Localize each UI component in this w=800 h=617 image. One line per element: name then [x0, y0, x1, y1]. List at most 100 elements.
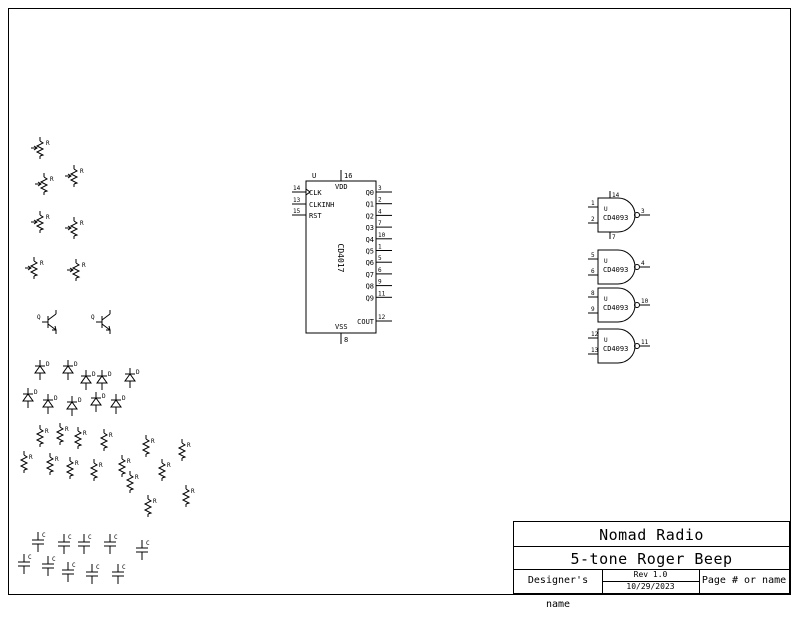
revision-date: 10/29/2023	[626, 582, 675, 591]
diode-ref: D	[92, 371, 96, 378]
gate-part-name: CD4093	[603, 304, 628, 312]
sheet-border	[8, 8, 791, 595]
gate-ref: U	[604, 296, 608, 303]
output-pin-name: Q1	[366, 201, 374, 209]
resistor-ref: R	[83, 430, 87, 437]
output-pin-name: Q3	[366, 224, 374, 232]
pot-ref: R	[40, 260, 44, 267]
resistor-12: R	[125, 471, 139, 493]
gate-input-pin-2: 2	[591, 216, 595, 223]
pot-ref: R	[80, 168, 84, 175]
vdd-label: VDD	[335, 183, 348, 191]
vdd-pin-number: 16	[344, 172, 352, 180]
transistor-1: Q	[37, 310, 57, 334]
gate-input-pin-1: 8	[591, 290, 595, 297]
output-pin-name: Q5	[366, 248, 374, 256]
capacitor-5: C	[136, 540, 150, 560]
capacitor-ref: C	[68, 534, 72, 541]
gate-part-name: CD4093	[603, 345, 628, 353]
pot-ref: R	[46, 214, 50, 221]
diode-ref: D	[78, 397, 82, 404]
output-pin-number: 1	[378, 244, 382, 251]
output-pin-number: 11	[378, 290, 386, 297]
resistor-ref: R	[75, 460, 79, 467]
capacitor-8: C	[62, 562, 76, 582]
diode-ref: D	[136, 369, 140, 376]
ic-ref: U	[312, 172, 316, 180]
capacitor-2: C	[58, 534, 72, 554]
potentiometer-6: R	[25, 257, 44, 279]
gate-vss-pin: 7	[612, 234, 616, 241]
diode-1: D	[34, 360, 50, 380]
resistor-2: R	[55, 423, 69, 445]
pot-ref: R	[46, 140, 50, 147]
gate-output-pin: 11	[641, 339, 649, 346]
capacitor-ref: C	[88, 534, 92, 541]
capacitor-10: C	[112, 564, 126, 584]
title-block-company-row: Nomad Radio	[514, 522, 789, 547]
resistor-3: R	[73, 427, 87, 449]
revision-cell: Rev 1.0 10/29/2023	[602, 569, 700, 593]
potentiometer-2: R	[35, 173, 54, 195]
gate-output-pin: 3	[641, 208, 645, 215]
diode-ref: D	[108, 371, 112, 378]
resistor-ref: R	[45, 428, 49, 435]
output-pin-name: Q0	[366, 189, 374, 197]
output-pin-name: Q7	[366, 271, 374, 279]
output-pin-name: COUT	[357, 318, 375, 326]
resistor-ref: R	[187, 442, 191, 449]
gate-ref: U	[604, 258, 608, 265]
gate-input-pin-1: 5	[591, 252, 595, 259]
diode-ref: D	[34, 389, 38, 396]
diode-ref: D	[46, 361, 50, 368]
input-pin-number: 13	[293, 197, 301, 204]
gate-part-name: CD4093	[603, 214, 628, 222]
vss-label: VSS	[335, 323, 348, 331]
resistor-5: R	[141, 435, 155, 457]
diode-ref: D	[102, 393, 106, 400]
vss-pin-number: 8	[344, 336, 348, 344]
resistor-4: R	[99, 429, 113, 451]
capacitor-ref: C	[122, 564, 126, 571]
capacitor-ref: C	[146, 540, 150, 547]
pot-ref: R	[80, 220, 84, 227]
capacitor-6: C	[18, 554, 32, 574]
gate-ref: U	[604, 337, 608, 344]
resistor-ref: R	[135, 474, 139, 481]
pot-ref: R	[82, 262, 86, 269]
output-pin-number: 9	[378, 279, 382, 286]
gate-inversion-bubble	[634, 302, 640, 308]
resistor-ref: R	[153, 498, 157, 505]
diode-9: D	[90, 392, 106, 412]
resistor-11: R	[117, 455, 131, 477]
diode-4: D	[96, 370, 112, 390]
capacitor-ref: C	[114, 534, 118, 541]
resistor-1: R	[35, 425, 49, 447]
resistor-ref: R	[127, 458, 131, 465]
input-pin-number: 14	[293, 185, 301, 192]
potentiometer-5: R	[65, 217, 84, 239]
ic-part-name: CD4017	[336, 244, 345, 273]
capacitor-3: C	[78, 534, 92, 554]
transistor-2: Q	[91, 310, 111, 334]
resistor-ref: R	[167, 462, 171, 469]
pot-ref: R	[50, 176, 54, 183]
capacitor-ref: C	[96, 564, 100, 571]
diode-5: D	[124, 368, 140, 388]
gate-output-pin: 4	[641, 260, 645, 267]
output-pin-name: Q8	[366, 283, 374, 291]
input-pin-name: RST	[309, 212, 322, 220]
output-pin-number: 3	[378, 185, 382, 192]
gate-input-pin-2: 13	[591, 347, 599, 354]
resistor-14: R	[143, 495, 157, 517]
output-pin-number: 7	[378, 220, 382, 227]
capacitor-7: C	[42, 556, 56, 576]
resistor-10: R	[89, 459, 103, 481]
output-pin-number: 12	[378, 314, 386, 321]
resistor-8: R	[45, 453, 59, 475]
output-pin-number: 4	[378, 208, 382, 215]
